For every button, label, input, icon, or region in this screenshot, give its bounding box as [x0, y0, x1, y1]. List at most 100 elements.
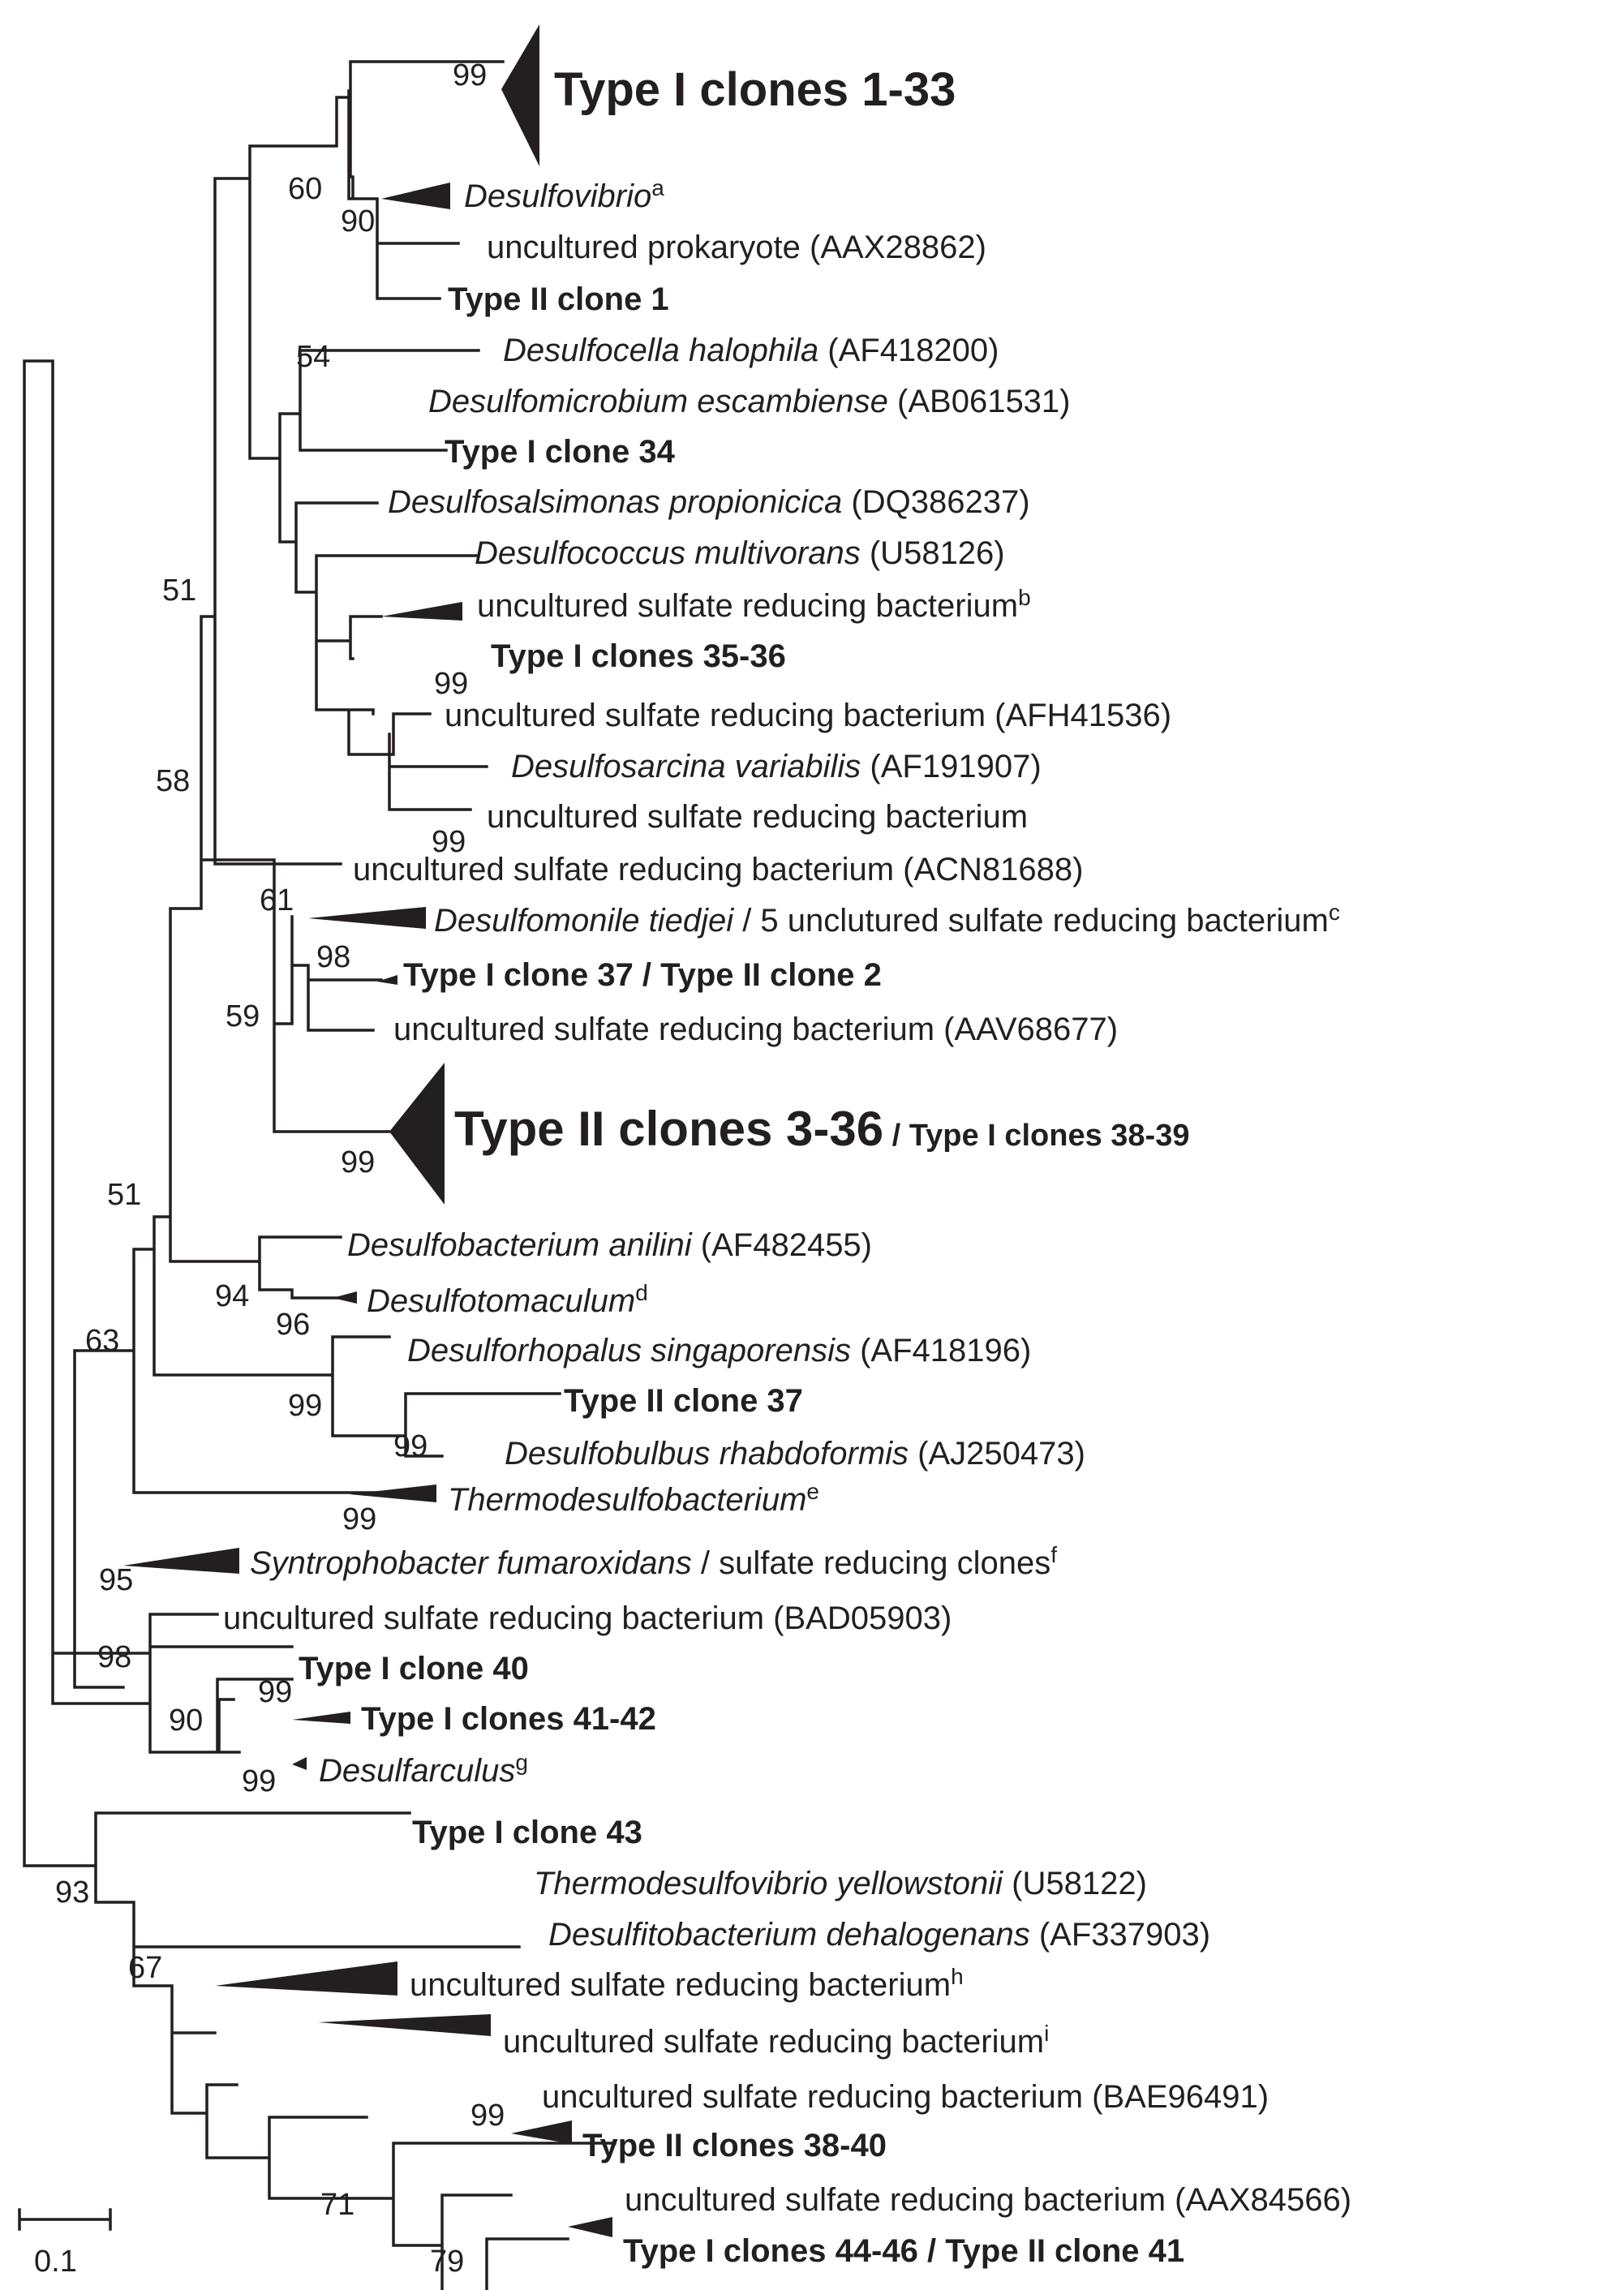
- taxon-label-t21: Desulfotomaculumd: [367, 1280, 648, 1319]
- taxon-label-segment: Syntrophobacter fumaroxidans: [250, 1545, 692, 1581]
- taxon-label-segment: Type II clone 37: [564, 1383, 803, 1419]
- clade-desulfomonile-triangle: [308, 907, 426, 929]
- clade-desulfovibrio-triangle: [381, 183, 450, 209]
- taxon-label-t35: uncultured sulfate reducing bacteriumi: [503, 2021, 1049, 2060]
- clade-thermodesulfobacterium-triangle: [349, 1484, 436, 1502]
- taxon-label-segment: Desulforhopalus singaporensis: [407, 1333, 851, 1368]
- bootstrap-value-b19: 99: [342, 1502, 376, 1536]
- taxon-label-segment: Type I clones 44-46 / Type II clone 41: [623, 2233, 1184, 2269]
- taxon-label-segment: uncultured sulfate reducing bacterium: [410, 1967, 951, 2003]
- scale-bar-line: [18, 2208, 112, 2231]
- bootstrap-value-b2: 60: [288, 172, 322, 206]
- taxon-label-t1: Type I clones 1-33: [554, 63, 956, 116]
- bootstrap-value-b8: 58: [156, 764, 190, 798]
- taxon-label-t28: Type I clone 40: [299, 1651, 529, 1686]
- bootstrap-value-b1: 99: [453, 58, 487, 92]
- bootstrap-value-b4: 54: [296, 340, 330, 374]
- taxon-label-segment: i: [1044, 2021, 1049, 2046]
- taxon-label-segment: Type I clone 34: [445, 434, 676, 470]
- taxon-label-t14: uncultured sulfate reducing bacterium: [487, 799, 1028, 835]
- taxon-label-segment: Type I clones 41-42: [361, 1701, 656, 1737]
- taxon-label-segment: uncultured sulfate reducing bacterium (A…: [625, 2182, 1351, 2218]
- clade-syntrophobacter-triangle: [123, 1548, 239, 1574]
- taxon-label-t24: Desulfobulbus rhabdoformis (AJ250473): [505, 1436, 1085, 1472]
- taxon-label-segment: (U58126): [861, 535, 1005, 571]
- taxon-label-segment: (AF191907): [861, 749, 1041, 784]
- bootstrap-value-b6: 99: [434, 667, 468, 701]
- taxon-label-segment: Desulfotomaculum: [367, 1283, 635, 1319]
- taxon-label-t38: uncultured sulfate reducing bacterium (A…: [625, 2182, 1351, 2218]
- clade-uncultured-srb-h-triangle: [215, 1961, 397, 1996]
- taxon-label-t4: Type II clone 1: [448, 281, 669, 317]
- taxon-label-t17: Type I clone 37 / Type II clone 2: [403, 957, 882, 993]
- taxon-label-t3: uncultured prokaryote (AAX28862): [487, 230, 986, 265]
- taxon-label-segment: (AF418196): [851, 1333, 1031, 1368]
- bootstrap-value-b28: 71: [320, 2188, 354, 2222]
- taxon-label-segment: (AF482455): [692, 1227, 872, 1263]
- taxon-label-segment: c: [1329, 900, 1340, 925]
- taxon-label-t32: Thermodesulfovibrio yellowstonii (U58122…: [534, 1866, 1147, 1901]
- taxon-label-segment: a: [651, 175, 664, 200]
- taxon-label-segment: uncultured sulfate reducing bacterium (A…: [353, 852, 1084, 887]
- clade-desulfarculus-triangle: [292, 1757, 307, 1770]
- bootstrap-value-b9: 61: [260, 883, 294, 917]
- taxon-label-segment: / Type I clones 38-39: [883, 1119, 1189, 1153]
- bootstrap-value-b18: 99: [393, 1429, 427, 1463]
- taxon-label-segment: / 5 unclutured sulfate reducing bacteriu…: [733, 903, 1329, 939]
- taxon-label-segment: uncultured sulfate reducing bacterium (A…: [393, 1012, 1118, 1047]
- bootstrap-value-b23: 90: [169, 1704, 203, 1738]
- bootstrap-value-b10: 98: [316, 940, 350, 974]
- taxon-label-segment: h: [951, 1964, 964, 1989]
- taxon-label-t36: uncultured sulfate reducing bacterium (B…: [542, 2079, 1269, 2115]
- taxon-label-segment: f: [1050, 1542, 1057, 1567]
- taxon-label-segment: Desulfitobacterium dehalogenans: [548, 1917, 1030, 1953]
- taxon-label-segment: Type I clone 37 / Type II clone 2: [403, 957, 882, 993]
- tree-branches: [23, 60, 617, 2290]
- taxon-label-segment: uncultured sulfate reducing bacterium: [487, 799, 1028, 835]
- taxon-label-t25: Thermodesulfobacteriume: [448, 1479, 819, 1518]
- scale-bar: 0.1: [18, 2208, 112, 2279]
- bootstrap-value-b7: 99: [432, 825, 466, 859]
- taxon-label-segment: Desulfomicrobium escambiense: [428, 384, 888, 419]
- clade-type-ii-clones-38-40-triangle: [511, 2120, 572, 2144]
- bootstrap-value-b11: 59: [226, 999, 260, 1033]
- bootstrap-value-b16: 63: [85, 1324, 119, 1358]
- bootstrap-value-b21: 98: [97, 1640, 131, 1674]
- taxon-label-t2: Desulfovibrioa: [464, 175, 664, 214]
- taxon-label-segment: Desulfomonile tiedjei: [434, 903, 734, 939]
- taxon-label-t30: Desulfarculusg: [319, 1750, 528, 1789]
- bootstrap-value-b27: 99: [470, 2099, 505, 2133]
- taxon-label-segment: uncultured sulfate reducing bacterium (B…: [223, 1600, 952, 1636]
- clade-uncultured-srb-b-triangle: [381, 602, 462, 621]
- clade-type-i-clones-44-46-triangle: [568, 2217, 612, 2237]
- clade-type-i-clones-1-33-triangle: [501, 24, 539, 166]
- taxon-label-t37: Type II clones 38-40: [582, 2128, 887, 2163]
- taxon-label-segment: uncultured sulfate reducing bacterium: [477, 588, 1018, 624]
- taxon-label-segment: uncultured sulfate reducing bacterium (A…: [445, 698, 1171, 733]
- taxon-label-segment: (AF418200): [818, 333, 999, 368]
- taxon-label-t33: Desulfitobacterium dehalogenans (AF33790…: [548, 1917, 1210, 1953]
- taxon-label-segment: d: [635, 1280, 648, 1305]
- taxon-label-segment: Desulfocella halophila: [503, 333, 818, 368]
- taxon-label-t11: Type I clones 35-36: [491, 638, 786, 674]
- bootstrap-value-b5: 51: [162, 574, 196, 608]
- taxon-label-segment: Type II clones 38-40: [582, 2128, 887, 2163]
- taxon-label-segment: Type II clone 1: [448, 281, 669, 317]
- bootstrap-value-b25: 93: [55, 1875, 89, 1910]
- taxon-label-segment: / sulfate reducing clones: [692, 1545, 1050, 1581]
- clade-type-ii-clones-3-36-triangle: [389, 1063, 445, 1205]
- taxon-label-segment: Desulfarculus: [319, 1753, 515, 1789]
- taxon-label-segment: Type II clones 3-36: [454, 1102, 883, 1156]
- taxon-label-t26: Syntrophobacter fumaroxidans / sulfate r…: [250, 1542, 1057, 1581]
- taxon-label-segment: Desulfobacterium anilini: [347, 1227, 693, 1263]
- bootstrap-value-b17: 99: [288, 1389, 322, 1423]
- taxon-label-segment: Desulfovibrio: [464, 178, 651, 214]
- taxon-label-t34: uncultured sulfate reducing bacteriumh: [410, 1964, 964, 2003]
- taxon-label-segment: g: [515, 1750, 528, 1775]
- taxon-label-t9: Desulfococcus multivorans (U58126): [475, 535, 1005, 571]
- taxon-label-segment: Type I clones 1-33: [554, 63, 956, 116]
- taxon-label-segment: Thermodesulfobacterium: [448, 1482, 806, 1518]
- clade-type-i-clones-41-42-triangle: [292, 1712, 350, 1724]
